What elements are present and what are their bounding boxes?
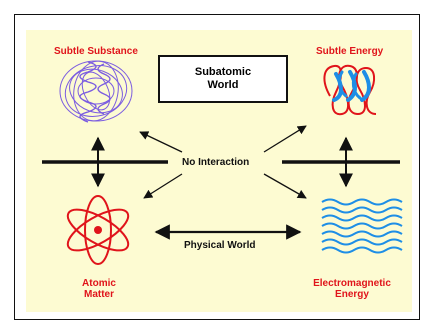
electromagnetic-energy-icon (321, 198, 403, 254)
arrow-to-em-energy (263, 173, 307, 199)
atomic-matter-icon (66, 195, 130, 265)
em-line1: Electromagnetic (313, 278, 391, 289)
no-interaction-label: No Interaction (182, 157, 250, 168)
subtle-substance-label: Subtle Substance (54, 46, 138, 57)
em-line2: Energy (335, 289, 369, 300)
subatomic-world-line2: World (207, 79, 239, 91)
subatomic-world-box: Subatomic World (158, 55, 288, 103)
arrow-to-subtle-substance (139, 131, 183, 153)
subtle-energy-label: Subtle Energy (316, 46, 384, 57)
subtle-substance-icon (59, 60, 133, 123)
arrow-to-subtle-energy (263, 125, 307, 153)
arrow-to-atomic-matter (143, 173, 183, 199)
atomic-line1: Atomic (82, 278, 116, 289)
subtle-energy-icon (323, 64, 377, 116)
electromagnetic-energy-label: Electromagnetic Energy (304, 278, 400, 300)
physical-world-label: Physical World (184, 240, 256, 251)
atomic-matter-label: Atomic Matter (74, 278, 124, 300)
subatomic-world-line1: Subatomic (194, 66, 252, 78)
atomic-line2: Matter (83, 289, 114, 300)
